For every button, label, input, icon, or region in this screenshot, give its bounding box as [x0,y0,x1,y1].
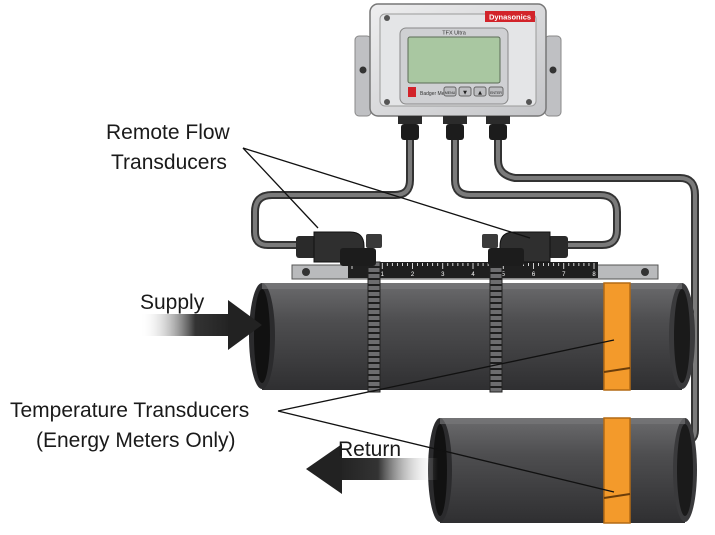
scale-tick-label: 4 [471,272,475,278]
remote-flow-label-line1: Remote Flow [106,121,230,144]
right-flow-transducer [482,231,568,266]
scale-tick-label: 6 [532,272,536,278]
return-arrow-icon [306,444,438,494]
scale-tick-label: 3 [441,272,445,278]
enter-key-label: ENTER [490,91,502,95]
strap-clamps [367,261,503,393]
down-button[interactable] [458,86,472,97]
model-text: TFX Ultra [442,31,466,37]
remote-flow-label-line2: Transducers [111,151,227,174]
supply-temperature-band [603,282,631,391]
down-key-label: ▼ [463,90,467,96]
up-button[interactable] [473,86,487,97]
return-pipe [428,418,697,523]
supply-label: Supply [140,291,205,314]
up-key-label: ▲ [478,90,482,96]
scale-tick-label: 2 [411,272,415,278]
scale-tick-label: 5 [502,272,506,278]
lcd-display [407,36,501,84]
leader-lines [242,147,615,493]
brand-text: Dynasonics [489,13,531,22]
brand-plate [485,11,535,22]
scale-tick-label: 7 [562,272,566,278]
return-label: Return [338,438,402,461]
scale-tick-label: 8 [592,272,596,278]
keypad: MENU ▼ ▲ ENTER [443,86,504,97]
meter-enclosure: Dynasonics TFX Ultra Badger Meter MENU ▼… [354,3,562,140]
maker-text: Badger Meter [420,91,451,97]
menu-button[interactable] [443,86,457,97]
left-flow-transducer [296,231,382,266]
cable-glands [398,116,510,140]
supply-arrow-icon [140,300,262,350]
mounting-rail: 1 2 3 4 5 6 7 8 [291,262,659,280]
temperature-label-line1: Temperature Transducers [10,399,250,422]
menu-key-label: MENU [445,91,456,95]
enter-button[interactable] [488,86,504,97]
scale-tick-label: 1 [381,272,385,278]
temperature-label-line2: (Energy Meters Only) [36,429,236,452]
return-temperature-band [603,417,631,524]
maker-logo-icon [408,87,416,97]
